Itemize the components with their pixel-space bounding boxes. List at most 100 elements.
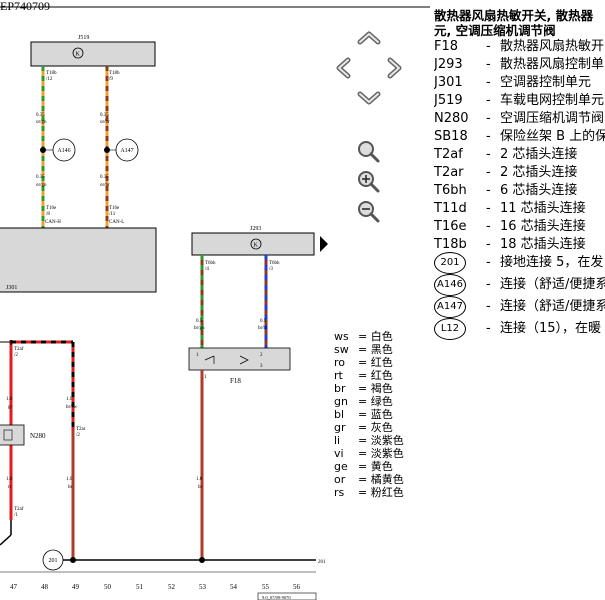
legend-dash: -: [486, 39, 491, 54]
w6-color: br/bl: [258, 326, 268, 331]
can-l-label: CAN-L: [109, 220, 124, 225]
ground-201-label: 201: [49, 558, 58, 564]
legend-dash: -: [486, 129, 491, 144]
j301-box[interactable]: [0, 227, 157, 293]
wire-color-code: gr: [334, 421, 346, 434]
legend-desc: 连接（15），在暖: [500, 321, 602, 336]
legend-item: N280-空调压缩机调节阀: [434, 110, 605, 128]
w2-color: or/br: [100, 120, 110, 125]
a146-circle[interactable]: [52, 138, 76, 162]
legend-code: T6bh: [434, 183, 467, 198]
w4-color: or/br: [100, 183, 110, 188]
legend-item: T2ar-2 芯插头连接: [434, 164, 605, 182]
j293-symbol-k: K: [254, 243, 259, 249]
wire-color-name: 橘黄色: [370, 473, 404, 486]
legend-code: J301: [434, 75, 463, 90]
wire-color-code: ge: [334, 460, 348, 473]
legend-dash: -: [486, 201, 491, 216]
legend-connection-item: A146-连接（舒适/便捷系: [434, 274, 605, 298]
wire-color-name: 白色: [370, 330, 393, 343]
w8-size: 1.0: [66, 397, 73, 402]
j519-box[interactable]: [30, 41, 156, 67]
a146-label: A146: [57, 148, 70, 154]
ruler-47: 47: [10, 583, 18, 591]
page-label: 9.0_07/09-9070: [262, 595, 291, 600]
wire-color-eq: =: [358, 330, 368, 343]
wire-color-row: gn= 绿色: [334, 395, 404, 408]
j293-symbol-icon: [250, 238, 262, 250]
legend-code: J519: [434, 93, 463, 108]
arrow-left-icon[interactable]: [336, 57, 351, 79]
wire-color-name: 灰色: [370, 421, 393, 434]
legend-connection-circle: A147: [434, 296, 466, 318]
legend-desc: 18 芯插头连接: [500, 237, 586, 252]
a147-label: A147: [120, 148, 133, 154]
w9-color: rt: [8, 485, 12, 490]
junction-ground-right: [199, 557, 205, 563]
ruler-51: 51: [136, 583, 144, 591]
w8-color: br/sw: [66, 405, 78, 410]
ruler-49: 49: [72, 583, 80, 591]
legend-item: F18-散热器风扇热敏开: [434, 38, 605, 56]
legend-dash: -: [486, 277, 491, 292]
t2af-2-pin: /2: [14, 353, 18, 358]
arrow-up-icon[interactable]: [357, 31, 381, 45]
legend-dash: -: [486, 219, 491, 234]
w5-color: br/gn: [194, 326, 205, 331]
arrow-right-icon[interactable]: [387, 57, 402, 79]
legend-dash: -: [486, 93, 491, 108]
w2-size: 0.35: [100, 113, 109, 118]
wire-color-eq: =: [358, 421, 368, 434]
legend-item: T16e-16 芯插头连接: [434, 218, 605, 236]
f18-box[interactable]: [188, 347, 291, 371]
legend-connection-item: A147-连接（舒适/便捷系: [434, 296, 605, 320]
wire-color-code: sw: [334, 343, 349, 356]
wire-color-name: 绿色: [370, 395, 393, 408]
magnifier-icon[interactable]: [358, 141, 380, 163]
legend-desc: 保险丝架 B 上的保: [500, 129, 605, 144]
legend-connection-circle: A146: [434, 274, 466, 296]
wire-color-code: ws: [334, 330, 349, 343]
legend-code: T2ar: [434, 165, 464, 180]
j519-label: J519: [78, 35, 89, 41]
t6bh-4-label: T6bh: [205, 261, 216, 266]
wire-color-row: sw= 黑色: [334, 343, 404, 356]
t16e-8-pin: /8: [46, 212, 50, 217]
w3-color: or/gn: [36, 183, 47, 188]
page-forward-icon[interactable]: [320, 236, 328, 252]
t2ar-2-label: T2ar: [76, 427, 86, 432]
zoom-out-icon[interactable]: [358, 201, 380, 223]
legend-title-line1: 散热器风扇热敏开关, 散热器: [434, 8, 594, 23]
junction-ground-left: [70, 557, 76, 563]
legend-desc: 散热器风扇控制单: [500, 57, 605, 72]
j293-label: J293: [250, 226, 261, 232]
a147-circle[interactable]: [115, 138, 139, 162]
t18b-12-label: T18b: [46, 71, 57, 76]
f18-pin3: 3: [260, 364, 263, 369]
w4-size: 0.35: [100, 175, 109, 180]
wire-color-code: rt: [334, 369, 343, 382]
wire-color-name: 淡紫色: [370, 434, 404, 447]
n280-label: N280: [30, 432, 46, 440]
wire-color-row: ge= 黄色: [334, 460, 404, 473]
legend-connection-item: L12-连接（15），在暖: [434, 318, 605, 342]
legend-item: T11d-11 芯插头连接: [434, 200, 605, 218]
legend-code: J293: [434, 57, 463, 72]
ruler-55: 55: [262, 583, 270, 591]
t2af-2-label: T2af: [14, 347, 24, 352]
ruler-48: 48: [41, 583, 49, 591]
arrow-down-icon[interactable]: [357, 91, 381, 105]
wire-color-code: rs: [334, 486, 345, 499]
wire-color-code: or: [334, 473, 346, 486]
legend-dash: -: [486, 183, 491, 198]
zoom-in-icon[interactable]: [358, 171, 380, 193]
wire-color-name: 红色: [370, 356, 393, 369]
wire-color-code: bl: [334, 408, 345, 421]
wire-color-code: br: [334, 382, 346, 395]
w3-size: 0.35: [36, 175, 45, 180]
j293-box[interactable]: [191, 232, 315, 256]
wire-color-row: li= 淡紫色: [334, 434, 404, 447]
ground-201-circle[interactable]: [42, 549, 64, 571]
